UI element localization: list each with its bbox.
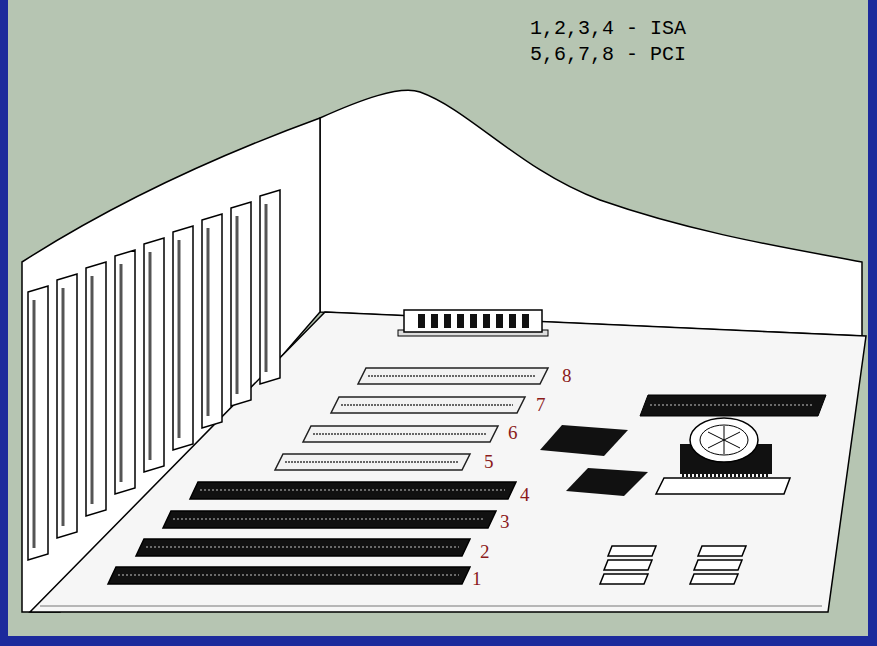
component-block xyxy=(698,546,746,556)
component-block xyxy=(690,574,738,584)
connector-body xyxy=(404,310,542,332)
pci-slot xyxy=(303,426,498,442)
bracket-edge xyxy=(91,276,94,504)
component-block xyxy=(694,560,742,570)
cpu-socket xyxy=(656,418,790,494)
bracket-edge xyxy=(120,264,123,482)
bracket-edge xyxy=(149,252,152,460)
legend-text: 1,2,3,4 - ISA xyxy=(530,18,686,40)
isa-slot xyxy=(136,539,470,556)
bracket xyxy=(231,202,251,406)
slot-pins xyxy=(650,404,814,406)
slot-pins xyxy=(285,461,458,463)
callout-number: 2 xyxy=(480,542,490,563)
pci-slot xyxy=(331,397,525,413)
connector-pin xyxy=(431,314,438,328)
fan-ring xyxy=(700,425,748,455)
background-panel xyxy=(8,0,868,636)
bracket-edge xyxy=(207,228,210,416)
component-block xyxy=(600,574,648,584)
bracket xyxy=(260,190,280,384)
slot-pins xyxy=(146,546,459,548)
callout-number: 1 xyxy=(472,569,482,590)
slot-pins xyxy=(118,574,459,576)
back-connector xyxy=(398,310,548,336)
slot-pins xyxy=(368,375,536,377)
connector-pin xyxy=(496,314,503,328)
small-components xyxy=(600,546,746,584)
component-block xyxy=(604,560,652,570)
slot-pins xyxy=(173,518,485,520)
connector-pin xyxy=(444,314,451,328)
bracket-edge xyxy=(33,300,36,548)
component-block xyxy=(608,546,656,556)
connector-pin xyxy=(457,314,464,328)
callout-number: 6 xyxy=(508,423,518,444)
isa-slot xyxy=(190,482,516,499)
callout-number: 7 xyxy=(536,395,546,416)
bracket xyxy=(28,286,48,560)
isa-slot xyxy=(163,511,496,528)
connector-pin xyxy=(509,314,516,328)
pci-slot xyxy=(275,454,470,470)
connector-pin xyxy=(522,314,529,328)
bracket xyxy=(173,226,193,450)
callout-number: 4 xyxy=(520,485,530,506)
chipset-chip xyxy=(566,468,648,496)
callout-number: 3 xyxy=(500,512,510,533)
isa-slots xyxy=(108,482,516,584)
bracket xyxy=(86,262,106,516)
case-back-wall xyxy=(320,90,862,336)
bracket-edge xyxy=(236,216,239,394)
bracket-edge xyxy=(62,288,65,526)
callout-number: 5 xyxy=(484,452,494,473)
slot-brackets xyxy=(28,190,280,560)
bracket xyxy=(144,238,164,472)
bracket-edge xyxy=(178,240,181,438)
cpu-pins xyxy=(682,471,770,477)
connector-pin xyxy=(418,314,425,328)
connector-pin xyxy=(483,314,490,328)
fan-blades xyxy=(708,426,740,454)
chipset-chip xyxy=(540,425,628,456)
connector-pin xyxy=(470,314,477,328)
slot-pins xyxy=(313,433,486,435)
slot-pins xyxy=(341,404,513,406)
bracket-edge xyxy=(265,204,268,372)
cpu-fan xyxy=(690,418,758,462)
isa-slot xyxy=(108,567,470,584)
pci-slot xyxy=(358,368,548,384)
bracket xyxy=(202,214,222,428)
board-edge xyxy=(40,606,822,607)
legend-text: 5,6,7,8 - PCI xyxy=(530,44,686,66)
memory-slot xyxy=(640,395,826,416)
socket-base xyxy=(656,478,790,494)
pci-slots xyxy=(275,368,548,470)
bracket xyxy=(57,274,77,538)
callout-number: 8 xyxy=(562,366,572,387)
slot-pins xyxy=(200,489,505,491)
bracket xyxy=(115,250,135,494)
